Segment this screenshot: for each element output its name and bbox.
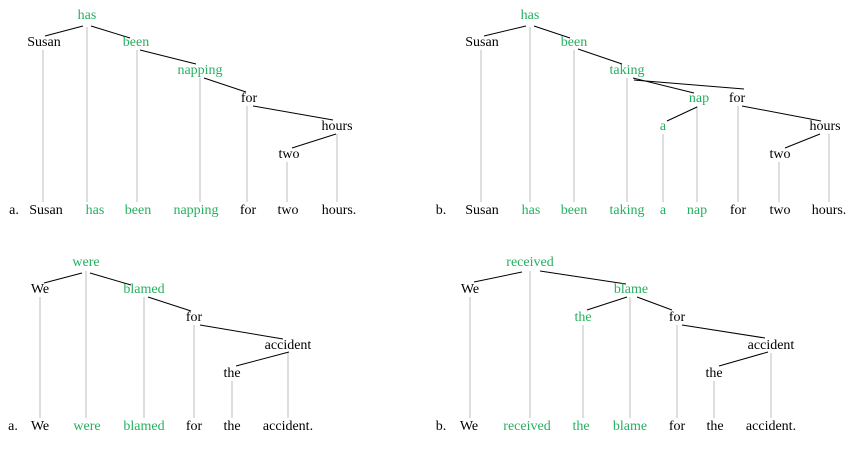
- dependency-edge: [252, 105, 334, 121]
- sentence-word: the: [572, 419, 590, 434]
- tree-node-word: for: [240, 91, 258, 106]
- tree-node-word: Susan: [27, 35, 61, 50]
- sentence-word: napping: [173, 203, 219, 218]
- dependency-edge: [533, 25, 571, 39]
- sentence-word: Susan: [465, 203, 499, 218]
- sentence-word: has: [85, 203, 105, 218]
- dependency-edge: [203, 77, 247, 93]
- sentence-word: has: [521, 203, 541, 218]
- sentence-word: taking: [609, 203, 645, 218]
- tree-node-word: been: [122, 35, 150, 50]
- dependency-edge: [147, 296, 192, 312]
- dependency-edge: [89, 272, 132, 286]
- tree-node-word: two: [769, 147, 791, 162]
- tree-node-word: has: [77, 8, 97, 23]
- sentence-word: for: [239, 203, 257, 218]
- dependency-edge: [43, 272, 83, 284]
- sentence-word: been: [560, 203, 588, 218]
- sentence-word: We: [459, 419, 479, 434]
- tree-node-word: received: [506, 255, 554, 270]
- sentence-word: been: [124, 203, 152, 218]
- tree-node-word: a: [659, 119, 667, 134]
- tree-node-word: We: [460, 282, 480, 297]
- dependency-edge: [199, 324, 284, 340]
- sentence-word: blamed: [123, 419, 165, 434]
- tree-node-word: accident: [747, 338, 795, 353]
- dependency-edge: [636, 296, 673, 311]
- item-label: a.: [9, 203, 19, 218]
- tree-node-word: napping: [177, 63, 223, 78]
- tree-node-word: Susan: [465, 35, 499, 50]
- tree-node-word: two: [278, 147, 300, 162]
- dependency-edge: [784, 133, 821, 149]
- sentence-word: nap: [686, 203, 708, 218]
- sentence-word: a: [659, 203, 667, 218]
- item-label: b.: [435, 419, 447, 434]
- dependency-edge: [586, 296, 628, 311]
- tree-node-word: been: [560, 35, 588, 50]
- sentence-word: were: [73, 419, 101, 434]
- dependency-edge: [483, 25, 527, 37]
- tree-node-word: hours: [321, 119, 353, 134]
- sentence-word: for: [668, 419, 686, 434]
- sentence-word: We: [30, 419, 50, 434]
- tree-node-word: hours: [809, 119, 841, 134]
- sentence-word: the: [223, 419, 241, 434]
- dependency-edge: [539, 270, 627, 285]
- tree-node-word: nap: [688, 91, 710, 106]
- sentence-word: for: [185, 419, 203, 434]
- sentence-word: hours.: [321, 203, 357, 218]
- tree-node-word: for: [185, 310, 203, 325]
- dependency-edge: [633, 79, 745, 90]
- dependency-edge: [44, 25, 84, 37]
- dependency-edge: [577, 48, 623, 65]
- sentence-word: accident.: [745, 419, 797, 434]
- tree-node-word: blamed: [123, 282, 165, 297]
- item-label: a.: [8, 419, 18, 434]
- dependency-edge: [291, 133, 337, 149]
- sentence-word: two: [277, 203, 299, 218]
- tree-node-word: were: [72, 255, 100, 270]
- sentence-word: the: [706, 419, 724, 434]
- tree-node-word: for: [728, 91, 746, 106]
- dependency-edge: [473, 271, 523, 283]
- tree-node-word: for: [668, 310, 686, 325]
- sentence-word: for: [729, 203, 747, 218]
- sentence-word: accident.: [262, 419, 314, 434]
- dependency-edge: [666, 106, 698, 122]
- tree-node-word: the: [223, 366, 241, 381]
- tree-node-word: accident: [264, 338, 312, 353]
- dependency-edge: [90, 25, 131, 39]
- item-label: b.: [435, 203, 447, 218]
- dependency-edge: [741, 105, 822, 122]
- sentence-word: blame: [612, 419, 648, 434]
- tree-node-word: We: [30, 282, 50, 297]
- sentence-word: two: [769, 203, 791, 218]
- dependency-edge: [139, 49, 197, 65]
- tree-node-word: blame: [613, 282, 649, 297]
- tree-node-word: has: [520, 8, 540, 23]
- sentence-word: Susan: [29, 203, 63, 218]
- tree-node-word: taking: [609, 63, 645, 78]
- tree-node-word: the: [574, 310, 592, 325]
- dependency-edge: [235, 351, 290, 367]
- sentence-word: received: [503, 419, 551, 434]
- sentence-word: hours.: [811, 203, 847, 218]
- dependency-edge: [681, 324, 766, 339]
- dependency-edge: [718, 351, 769, 367]
- tree-node-word: the: [705, 366, 723, 381]
